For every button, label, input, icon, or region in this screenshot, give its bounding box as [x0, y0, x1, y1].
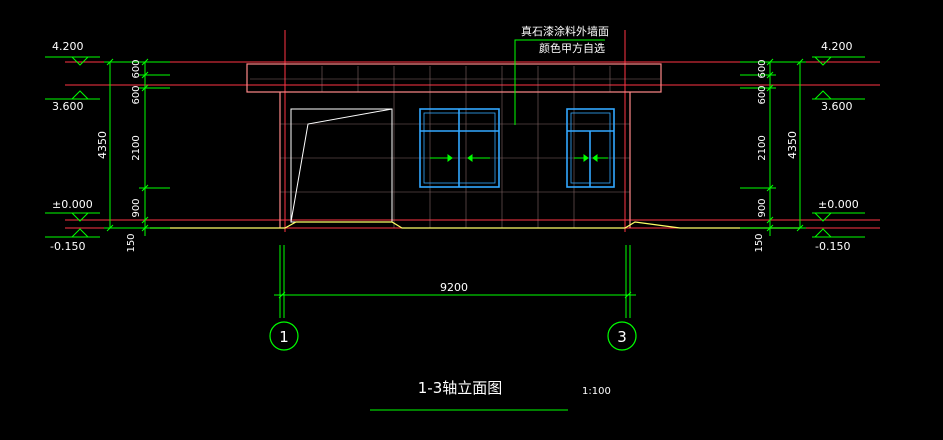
axis-span-dimension [274, 245, 636, 318]
roof-parapet [246, 63, 662, 93]
annotation-line-2: 颜色甲方自选 [539, 41, 605, 55]
level-markers-right [812, 56, 865, 238]
annotation-line-1: 真石漆涂料外墙面 [521, 24, 609, 38]
window-left [419, 108, 500, 188]
axis-bubble-3 [607, 321, 637, 351]
building-outline [246, 63, 662, 228]
level-left-eave: 3.600 [52, 100, 84, 113]
window-left-arrows [430, 154, 490, 162]
window-right [566, 108, 615, 188]
dimensions-right [740, 58, 806, 236]
level-left-ground: ±0.000 [52, 198, 93, 211]
dim-left-parapet-b: 600 [131, 85, 142, 104]
dim-right-plinth: 150 [754, 233, 765, 252]
dim-left-parapet-a: 600 [131, 59, 142, 78]
dim-left-plinth: 150 [126, 233, 137, 252]
dim-right-parapet-b: 600 [757, 85, 768, 104]
dim-left-total: 4350 [96, 131, 109, 159]
axis-bubble-1 [269, 321, 299, 351]
level-left-roof-top: 4.200 [52, 40, 84, 53]
dim-right-sill: 900 [757, 198, 768, 217]
drawing-scale: 1:100 [582, 386, 611, 397]
facade-tile-grid [250, 66, 660, 228]
dim-left-wall: 2100 [131, 135, 142, 160]
drawing-title: 1-3轴立面图 [418, 379, 503, 397]
level-right-outdoor: -0.150 [815, 240, 850, 253]
axis-label-3: 3 [617, 328, 627, 346]
level-left-outdoor: -0.150 [50, 240, 85, 253]
level-right-ground: ±0.000 [818, 198, 859, 211]
dim-axis-span: 9200 [440, 281, 468, 294]
dim-left-sill: 900 [131, 198, 142, 217]
ground-line [150, 221, 800, 229]
dim-right-parapet-a: 600 [757, 59, 768, 78]
window-right-arrows [574, 154, 608, 162]
annotation-leader [514, 39, 605, 125]
dimensions-left [104, 58, 170, 236]
level-right-eave: 3.600 [821, 100, 853, 113]
axis-label-1: 1 [279, 328, 289, 346]
level-right-roof-top: 4.200 [821, 40, 853, 53]
level-markers-left [45, 56, 100, 238]
door-leaf [290, 108, 393, 223]
dim-right-wall: 2100 [757, 135, 768, 160]
dim-right-total: 4350 [786, 131, 799, 159]
